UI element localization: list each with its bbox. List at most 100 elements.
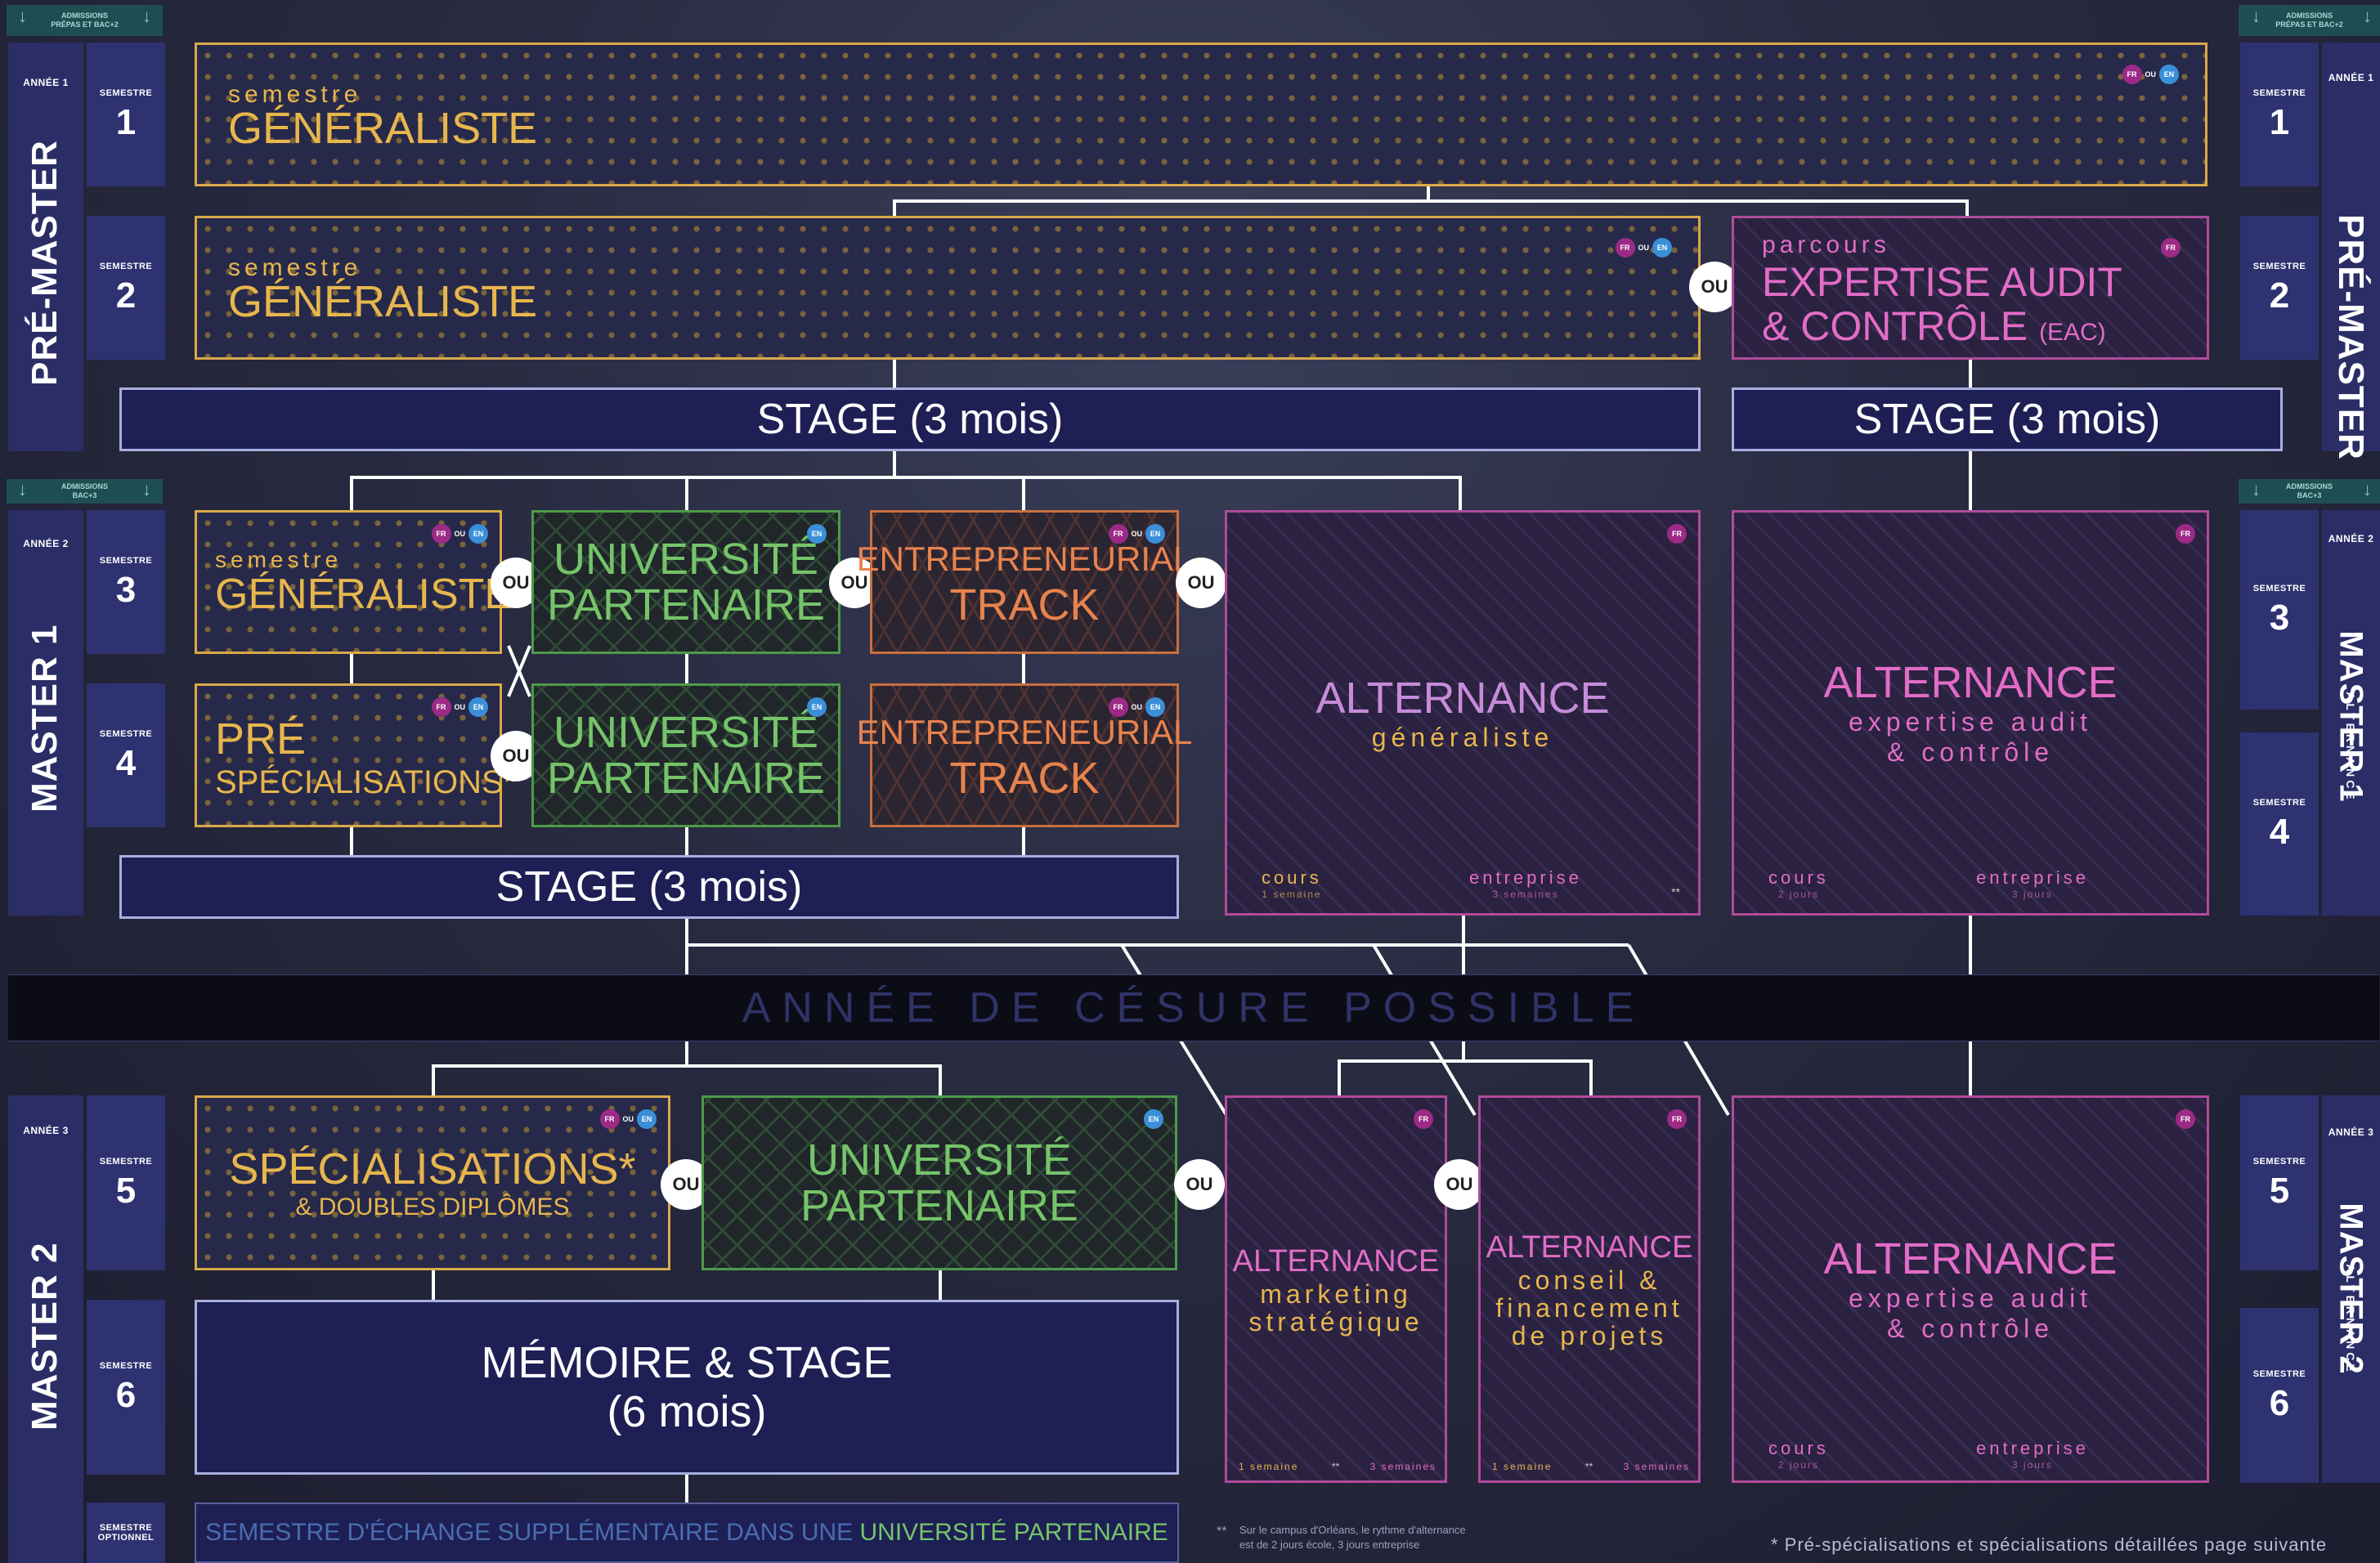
- semester-cell-3-right: SEMESTRE 3: [2240, 510, 2319, 710]
- entreprise-text: entreprise: [1976, 867, 2089, 888]
- box-small-title: parcours: [1762, 231, 1890, 258]
- semester-number: 4: [2269, 812, 2290, 852]
- year-label: ANNÉE 1: [2328, 72, 2374, 83]
- fr-badge: FR: [2122, 65, 2142, 84]
- alt-title-1: ALTERNANCE: [1232, 1244, 1440, 1279]
- cesure-band: ANNÉE DE CÉSURE POSSIBLE: [8, 974, 2379, 1041]
- connector-line: [1969, 360, 1972, 389]
- stage-label: STAGE (3 mois): [1853, 396, 2161, 443]
- universite-partenaire-s4: UNIVERSITÉ PARTENAIRE EN: [531, 683, 840, 827]
- language-badges: FR: [2161, 238, 2181, 258]
- connector-line: [893, 450, 896, 477]
- connector-line: [1022, 654, 1025, 683]
- cours-duration: 2 jours: [1777, 889, 1819, 900]
- univ-title-1: UNIVERSITÉ: [553, 708, 819, 757]
- cours-duration: 2 jours: [1777, 1459, 1819, 1471]
- spec-title-1: SPÉCIALISATIONS*: [229, 1144, 636, 1194]
- master2-column: ANNÉE 3 MASTER 2: [8, 1095, 83, 1563]
- footnote-stars: **: [1217, 1525, 1227, 1538]
- year-label: ANNÉE 2: [23, 538, 69, 549]
- en-badge: EN: [1145, 524, 1165, 544]
- arrow-down-icon: ↓: [18, 479, 27, 499]
- language-badges: EN: [1144, 1109, 1163, 1129]
- semester-label: SEMESTRE: [2252, 262, 2306, 271]
- language-badges: FR OU EN: [431, 697, 488, 717]
- language-badges: FR OU EN: [2122, 65, 2179, 84]
- language-badges: FR OU EN: [1615, 238, 1672, 258]
- box-small-title: semestre: [228, 254, 362, 281]
- alternance-conseil-box: ALTERNANCE conseil & financement de proj…: [1478, 1095, 1701, 1483]
- cours-text: cours: [1262, 867, 1322, 888]
- entre-title-2: TRACK: [949, 580, 1100, 629]
- semester-label: SEMESTRE: [99, 1361, 153, 1371]
- connector-line: [893, 360, 896, 389]
- semester-label: SEMESTRE: [2252, 1157, 2306, 1167]
- admissions-prepas: PRÉPAS ET BAC+2: [2275, 20, 2343, 29]
- semester-label: SEMESTRE: [2252, 798, 2306, 808]
- semester-cell-5-right: SEMESTRE 5: [2240, 1095, 2319, 1270]
- semester-cell-1-right: SEMESTRE 1: [2240, 43, 2319, 186]
- arrow-down-icon: ↓: [18, 6, 27, 26]
- admissions-bac3: BAC+3: [2297, 491, 2322, 499]
- entreprise-duration: 3 semaines: [1369, 1461, 1437, 1472]
- univ-title-2: PARTENAIRE: [800, 1181, 1079, 1230]
- arrow-down-icon: ↓: [142, 6, 151, 26]
- pre-title-1: PRÉ: [215, 714, 307, 764]
- semester-cell-1: SEMESTRE 1: [87, 43, 165, 186]
- connector-line: [1427, 186, 1430, 201]
- en-badge: EN: [2159, 65, 2179, 84]
- connector-line: [1022, 476, 1025, 510]
- fr-badge: FR: [2176, 524, 2195, 544]
- cross-line: [507, 645, 531, 697]
- fr-badge: FR: [431, 524, 451, 544]
- en-badge: EN: [807, 524, 827, 544]
- admissions-label: ADMISSIONS: [61, 11, 108, 20]
- box-small-title: semestre: [228, 81, 362, 108]
- box-big-title-2-text: & CONTRÔLE: [1762, 303, 2028, 349]
- en-badge: EN: [468, 697, 488, 717]
- language-badges: FR OU EN: [431, 524, 488, 544]
- echange-text-b: UNIVERSITÉ PARTENAIRE: [859, 1519, 1168, 1546]
- alternance-marketing-box: ALTERNANCE marketing stratégique FR 1 se…: [1225, 1095, 1447, 1483]
- semester-cell-4: SEMESTRE 4: [87, 683, 165, 827]
- admissions-banner-left-bac3: ↓ ↓ ADMISSIONS BAC+3: [7, 479, 163, 504]
- echange-text-a: SEMESTRE D'ÉCHANGE SUPPLÉMENTAIRE DANS U…: [205, 1519, 860, 1546]
- memoire-title-1: MÉMOIRE & STAGE: [481, 1338, 893, 1387]
- alt-title-2: expertise audit: [1848, 707, 2093, 737]
- entrepreneurial-track-s3: ENTREPRENEURIAL TRACK FR OU EN: [857, 510, 1192, 654]
- connector-line: [685, 827, 688, 857]
- semester-number: 2: [115, 275, 137, 316]
- entreprise-duration: 3 semaines: [1623, 1461, 1690, 1472]
- semester-number: 1: [2269, 102, 2290, 142]
- echange-text: SEMESTRE D'ÉCHANGE SUPPLÉMENTAIRE DANS U…: [205, 1519, 1168, 1547]
- connector-line: [350, 476, 1462, 479]
- memoire-title-2: (6 mois): [607, 1387, 767, 1436]
- language-badges: FR: [1414, 1109, 1433, 1129]
- ou-bubble: OU: [1174, 1159, 1225, 1210]
- premaster-column-right: ANNÉE 1 PRÉ-MASTER: [2322, 43, 2380, 460]
- semester-label: SEMESTRE: [2252, 584, 2306, 593]
- entrepreneurial-track-s4: ENTREPRENEURIAL TRACK FR OU EN: [857, 683, 1192, 827]
- entreprise-text: entreprise: [1469, 867, 1582, 888]
- connector-line: [939, 1064, 942, 1095]
- semester-cell-5: SEMESTRE 5: [87, 1095, 165, 1270]
- stars-mark: **: [1332, 1461, 1340, 1472]
- semester-label: SEMESTRE: [99, 556, 153, 566]
- connector-line: [893, 199, 896, 216]
- language-badges: FR OU EN: [599, 1109, 657, 1129]
- cours-duration: 1 semaine: [1262, 889, 1322, 900]
- connector-line: [350, 654, 353, 683]
- stars-mark: **: [1671, 885, 1680, 898]
- year-label: ANNÉE 3: [23, 1125, 69, 1136]
- admissions-bac3: BAC+3: [72, 491, 97, 499]
- language-badges: FR: [1667, 1109, 1687, 1129]
- parcours-eac-box: parcours EXPERTISE AUDIT & CONTRÔLE (EAC…: [1732, 216, 2209, 360]
- semester-cell-2-right: SEMESTRE 2: [2240, 216, 2319, 360]
- entre-title-1: ENTREPRENEURIAL: [856, 713, 1193, 751]
- pre-specialisations: PRÉ SPÉCIALISATIONS* FR OU EN: [195, 683, 516, 827]
